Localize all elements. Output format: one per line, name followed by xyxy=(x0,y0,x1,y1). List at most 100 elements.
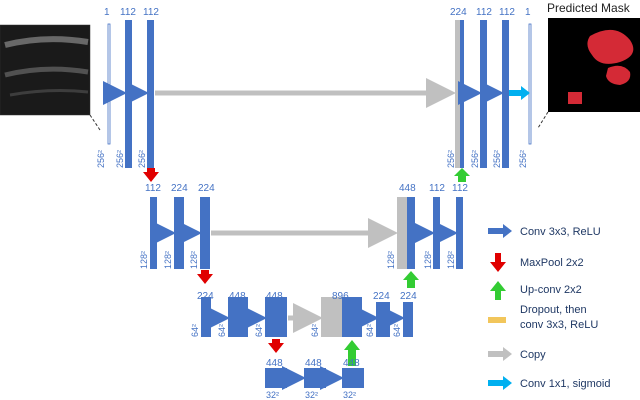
enc2-size-1: 128² xyxy=(139,251,149,269)
legend: Conv 3x3, ReLU MaxPool 2x2 Up-conv 2x2 D… xyxy=(488,224,611,390)
bottom-size-2: 32² xyxy=(305,390,318,400)
legend-copy-label: Copy xyxy=(520,349,546,361)
legend-maxpool-label: MaxPool 2x2 xyxy=(520,257,584,269)
enc3-block-2 xyxy=(228,297,248,337)
arrow-up-icon xyxy=(490,281,506,300)
arrow-right-icon xyxy=(488,376,512,390)
dec3-channels-2: 224 xyxy=(373,291,390,302)
dec2-size-3: 128² xyxy=(446,251,456,269)
dec2-channels-3: 112 xyxy=(452,183,468,194)
dec3-block-1 xyxy=(376,302,390,337)
enc2-channels-1: 112 xyxy=(145,183,161,194)
dec3-channels-3: 224 xyxy=(400,291,417,302)
dec1-size-2: 256² xyxy=(470,150,480,168)
enc1-input-bar xyxy=(107,23,111,145)
predicted-mask-label: Predicted Mask xyxy=(547,1,631,15)
dec2-channels-2: 112 xyxy=(429,183,445,194)
enc1-size-2: 256² xyxy=(115,150,125,168)
dropout-arrow-dec1 xyxy=(465,90,473,96)
dec1-size-4: 256² xyxy=(518,150,528,168)
dropout-arrow-dec3 xyxy=(363,315,370,321)
bottom-channels-2: 448 xyxy=(305,358,322,369)
arrow-right-icon xyxy=(488,224,512,238)
bottom-block-1 xyxy=(265,368,287,388)
legend-upconv: Up-conv 2x2 xyxy=(490,281,582,300)
dec3-channels-1: 896 xyxy=(332,291,349,302)
predicted-mask xyxy=(548,18,640,112)
enc2-channels-3: 224 xyxy=(198,183,215,194)
input-image xyxy=(0,24,91,116)
legend-maxpool: MaxPool 2x2 xyxy=(490,253,584,272)
enc1-channels-2: 112 xyxy=(120,7,136,18)
dec3-size-1: 64² xyxy=(310,324,320,337)
dec1-channels-1: 224 xyxy=(450,7,467,18)
input-connector-line xyxy=(89,114,101,131)
legend-conv: Conv 3x3, ReLU xyxy=(488,224,601,238)
dec3-size-2: 64² xyxy=(365,324,375,337)
bottom-block-2 xyxy=(304,368,326,388)
dec3-block-2 xyxy=(403,302,413,337)
enc2-block-2 xyxy=(174,197,184,269)
arrow-right-icon xyxy=(488,347,512,361)
dec3-size-3: 64² xyxy=(392,324,402,337)
legend-dropout: Dropout, then conv 3x3, ReLU xyxy=(488,304,598,331)
sigmoid-arrow xyxy=(509,86,530,100)
enc1-size-1: 256² xyxy=(96,150,106,168)
dec1-channels-3: 112 xyxy=(499,7,515,18)
dec1-channels-2: 112 xyxy=(476,7,492,18)
enc1-channels-3: 112 xyxy=(143,7,159,18)
legend-dropout-label-2: conv 3x3, ReLU xyxy=(520,319,598,331)
enc1-block-2 xyxy=(147,20,154,168)
enc3-channels-1: 224 xyxy=(197,291,214,302)
enc3-channels-3: 448 xyxy=(266,291,283,302)
dec2-block-2 xyxy=(456,197,463,269)
enc3-block-3 xyxy=(265,297,287,337)
legend-upconv-label: Up-conv 2x2 xyxy=(520,284,582,296)
enc3-block-1 xyxy=(201,297,211,337)
arrow-right-icon xyxy=(488,317,506,323)
enc3-size-3: 64² xyxy=(254,324,264,337)
enc3-channels-2: 448 xyxy=(229,291,246,302)
enc2-block-3 xyxy=(200,197,210,269)
legend-sigmoid-label: Conv 1x1, sigmoid xyxy=(520,378,611,390)
enc3-size-1: 64² xyxy=(190,324,200,337)
bottom-channels-1: 448 xyxy=(266,358,283,369)
enc2-channels-2: 224 xyxy=(171,183,188,194)
dec1-block-1 xyxy=(480,20,487,168)
dec1-upconv-block xyxy=(460,20,464,168)
dec2-size-1: 128² xyxy=(386,251,396,269)
legend-conv-label: Conv 3x3, ReLU xyxy=(520,226,601,238)
bottom-size-1: 32² xyxy=(266,390,279,400)
upconv-arrow-1 xyxy=(454,168,470,182)
bottom-size-3: 32² xyxy=(343,390,356,400)
dec2-block-1 xyxy=(433,197,440,269)
maxpool-arrow-3 xyxy=(268,339,284,353)
enc2-size-3: 128² xyxy=(189,251,199,269)
dec2-channels-1: 448 xyxy=(399,183,416,194)
enc1-channels-1: 1 xyxy=(104,7,110,18)
dropout-arrow-dec2 xyxy=(416,230,424,236)
dec2-size-2: 128² xyxy=(423,251,433,269)
arrow-down-icon xyxy=(490,253,506,272)
dec2-upconv-block xyxy=(407,197,415,269)
bottom-channels-3: 448 xyxy=(343,358,360,369)
dec1-size-3: 256² xyxy=(492,150,502,168)
maxpool-arrow-1 xyxy=(143,168,159,182)
enc1-size-3: 256² xyxy=(137,150,147,168)
enc2-block-1 xyxy=(150,197,157,269)
enc2-size-2: 128² xyxy=(163,251,173,269)
enc1-block-1 xyxy=(125,20,132,168)
legend-copy: Copy xyxy=(488,347,546,361)
maxpool-arrow-2 xyxy=(197,270,213,284)
dec1-output-bar xyxy=(528,23,532,145)
bottom-block-3 xyxy=(342,368,364,388)
dec3-upconv-block xyxy=(342,297,362,337)
dec1-channels-4: 1 xyxy=(525,7,531,18)
mask-connector-line xyxy=(537,111,549,129)
enc3-size-2: 64² xyxy=(217,324,227,337)
upconv-arrow-3 xyxy=(344,340,360,366)
upconv-arrow-2 xyxy=(403,271,419,288)
legend-dropout-label-1: Dropout, then xyxy=(520,304,587,316)
legend-sigmoid: Conv 1x1, sigmoid xyxy=(488,376,611,390)
